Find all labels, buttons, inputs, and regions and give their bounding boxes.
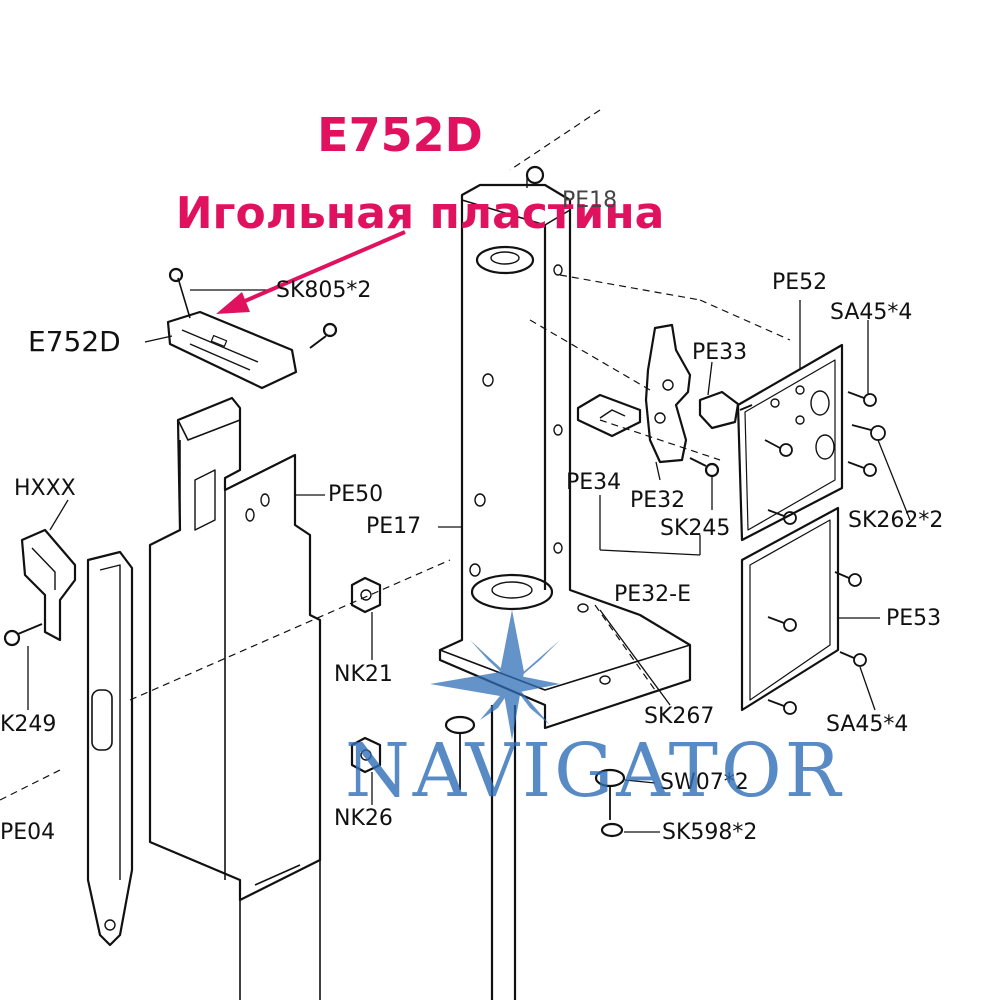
callout-sk598: SK598*2: [662, 820, 758, 845]
screws-sa45: [764, 391, 886, 715]
callout-pe52: PE52: [772, 270, 828, 295]
callout-sk267: SK267: [644, 704, 715, 729]
callout-sk245: SK245: [660, 516, 731, 541]
callout-e752d: E752D: [28, 325, 121, 358]
callout-sa45-top: SA45*4: [830, 300, 913, 325]
foot-washers: [444, 715, 626, 838]
part-name-heading: Игольная пластина: [175, 188, 665, 239]
compass-star-icon: [430, 610, 560, 740]
needle-plate-e752d: [166, 267, 298, 390]
assembly-guide-lines: [0, 109, 791, 801]
callout-pe17: PE17: [366, 514, 422, 539]
callout-k249: K249: [0, 712, 57, 737]
column-pe17: [438, 165, 692, 730]
callout-pe53: PE53: [886, 606, 942, 631]
callout-pe32: PE32: [630, 488, 686, 513]
nut-nk21: [350, 576, 382, 614]
bar-pe04: [86, 550, 134, 947]
shaft: [490, 705, 517, 1000]
screw-sk245: [689, 457, 720, 478]
plate-pe50: [148, 396, 322, 1000]
block-pe34: [576, 393, 642, 438]
navigator-watermark: NAVIGATOR: [345, 728, 844, 814]
callout-pe34: PE34: [566, 470, 622, 495]
screw-sk805: [309, 322, 338, 349]
screw-k249: [3, 623, 43, 647]
callout-pe32e: PE32-E: [614, 582, 691, 607]
model-heading: E752D: [317, 108, 483, 162]
knob-pe33: [698, 390, 753, 430]
cover-pe52: [736, 343, 844, 542]
callout-sk262: SK262*2: [848, 508, 944, 533]
callout-sw07: SW07*2: [660, 770, 749, 795]
callout-pe18: PE18: [562, 188, 618, 213]
lever-pe32: [644, 323, 692, 464]
callout-sa45-bottom: SA45*4: [826, 712, 909, 737]
callout-nk21: NK21: [334, 662, 393, 687]
highlight-arrow: [216, 230, 406, 314]
callout-pe50: PE50: [328, 482, 384, 507]
callout-pe33: PE33: [692, 340, 748, 365]
callout-pe04: PE04: [0, 820, 56, 845]
nut-nk26: [350, 736, 382, 774]
callout-sk805: SK805*2: [276, 278, 372, 303]
bracket-hxxx: [20, 528, 77, 642]
callout-hxxx: HXXX: [14, 476, 76, 501]
cover-pe53: [740, 506, 840, 712]
callout-nk26: NK26: [334, 806, 393, 831]
leader-lines: [27, 289, 911, 833]
